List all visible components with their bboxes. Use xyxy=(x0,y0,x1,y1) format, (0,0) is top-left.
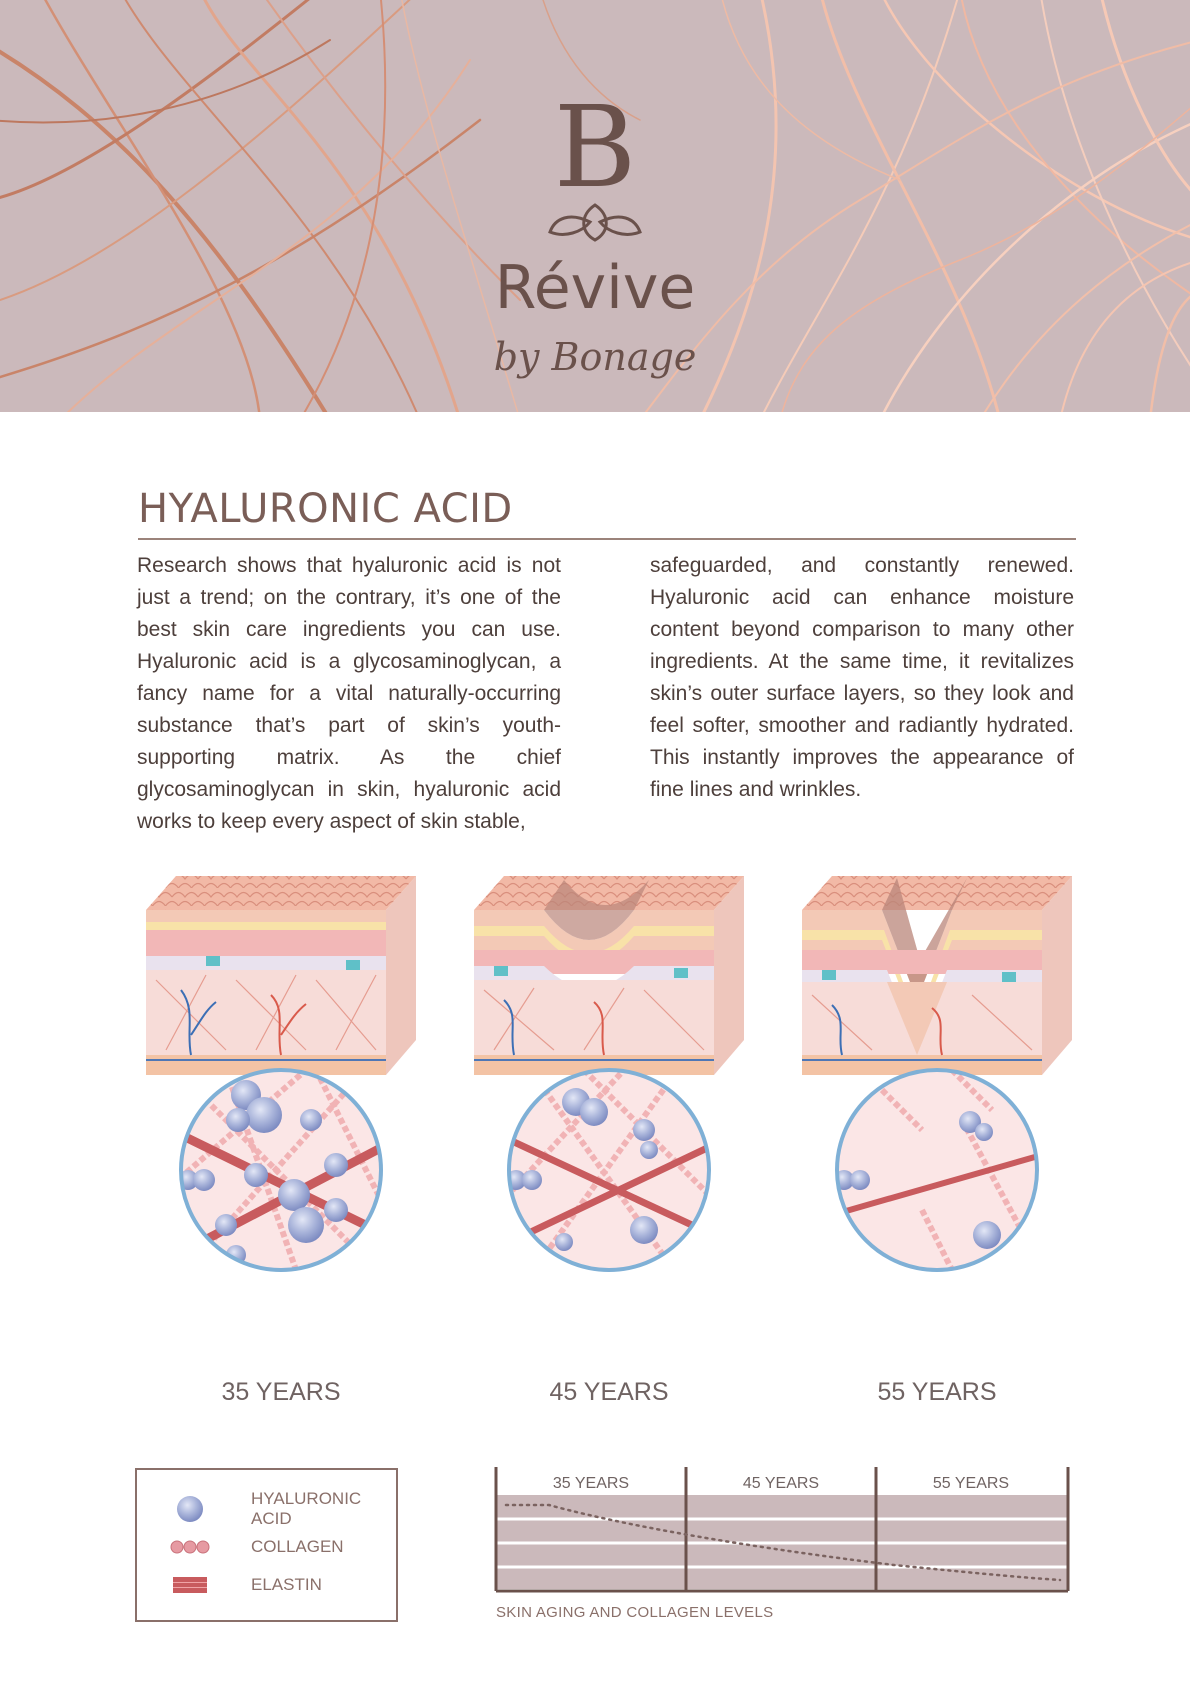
elastin-fiber-icon xyxy=(169,1570,211,1600)
elastin-fibers xyxy=(509,1131,709,1244)
skin-stage-55: 55 YEARS xyxy=(802,870,1072,1410)
body-text-left: Research shows that hyaluronic acid is n… xyxy=(137,554,561,833)
legend-label: COLLAGEN xyxy=(251,1537,344,1556)
page-title: HYALURONIC ACID xyxy=(138,486,513,532)
chart-column-label: 55 YEARS xyxy=(932,1475,1010,1492)
rose-gold-lines-pattern xyxy=(0,0,1190,412)
skin-stage-35: 35 YEARS xyxy=(146,870,416,1410)
skin-block-illustration xyxy=(474,876,744,1075)
stage-label: 35 YEARS xyxy=(221,1378,341,1406)
collagen-levels-chart: 35 YEARS 45 YEARS 55 YEARS xyxy=(494,1465,1070,1595)
skin-block-illustration xyxy=(146,876,416,1075)
stage-label: 45 YEARS xyxy=(549,1378,669,1406)
chart-column-label: 35 YEARS xyxy=(552,1475,630,1492)
skin-block-illustration xyxy=(802,876,1072,1075)
sphere-icon xyxy=(169,1494,211,1524)
magnified-dermis xyxy=(509,1070,709,1270)
skin-stage-45: 45 YEARS xyxy=(474,870,744,1410)
legend-box: HYALURONIC ACID COLLAGEN ELASTIN xyxy=(135,1468,398,1622)
legend-item-hyaluronic: HYALURONIC ACID xyxy=(169,1489,396,1528)
legend-label: ELASTIN xyxy=(251,1575,322,1594)
collagen-chain-icon xyxy=(169,1532,211,1562)
collagen-trend-line xyxy=(504,1503,1062,1582)
leaf-icon xyxy=(548,203,642,242)
brand-tagline: by Bonage xyxy=(493,335,697,379)
elastin-fibers xyxy=(837,1152,1037,1218)
legend-label: HYALURONIC ACID xyxy=(251,1489,362,1528)
hyaluronic-spheres xyxy=(181,1080,348,1265)
magnified-dermis xyxy=(181,1070,381,1270)
legend-item-collagen: COLLAGEN xyxy=(169,1532,344,1562)
header-banner: B Révive by Bonage xyxy=(0,0,1190,412)
legend-item-elastin: ELASTIN xyxy=(169,1570,322,1600)
chart-column-label: 45 YEARS xyxy=(742,1475,820,1492)
logo-monogram: B xyxy=(553,83,637,213)
stage-label: 55 YEARS xyxy=(877,1378,997,1406)
brand-name: Révive xyxy=(494,253,696,323)
body-text-right: safeguarded, and constantly renewed. Hya… xyxy=(650,554,1074,801)
chart-caption: SKIN AGING AND COLLAGEN LEVELS xyxy=(496,1604,774,1621)
title-divider xyxy=(138,538,1076,540)
